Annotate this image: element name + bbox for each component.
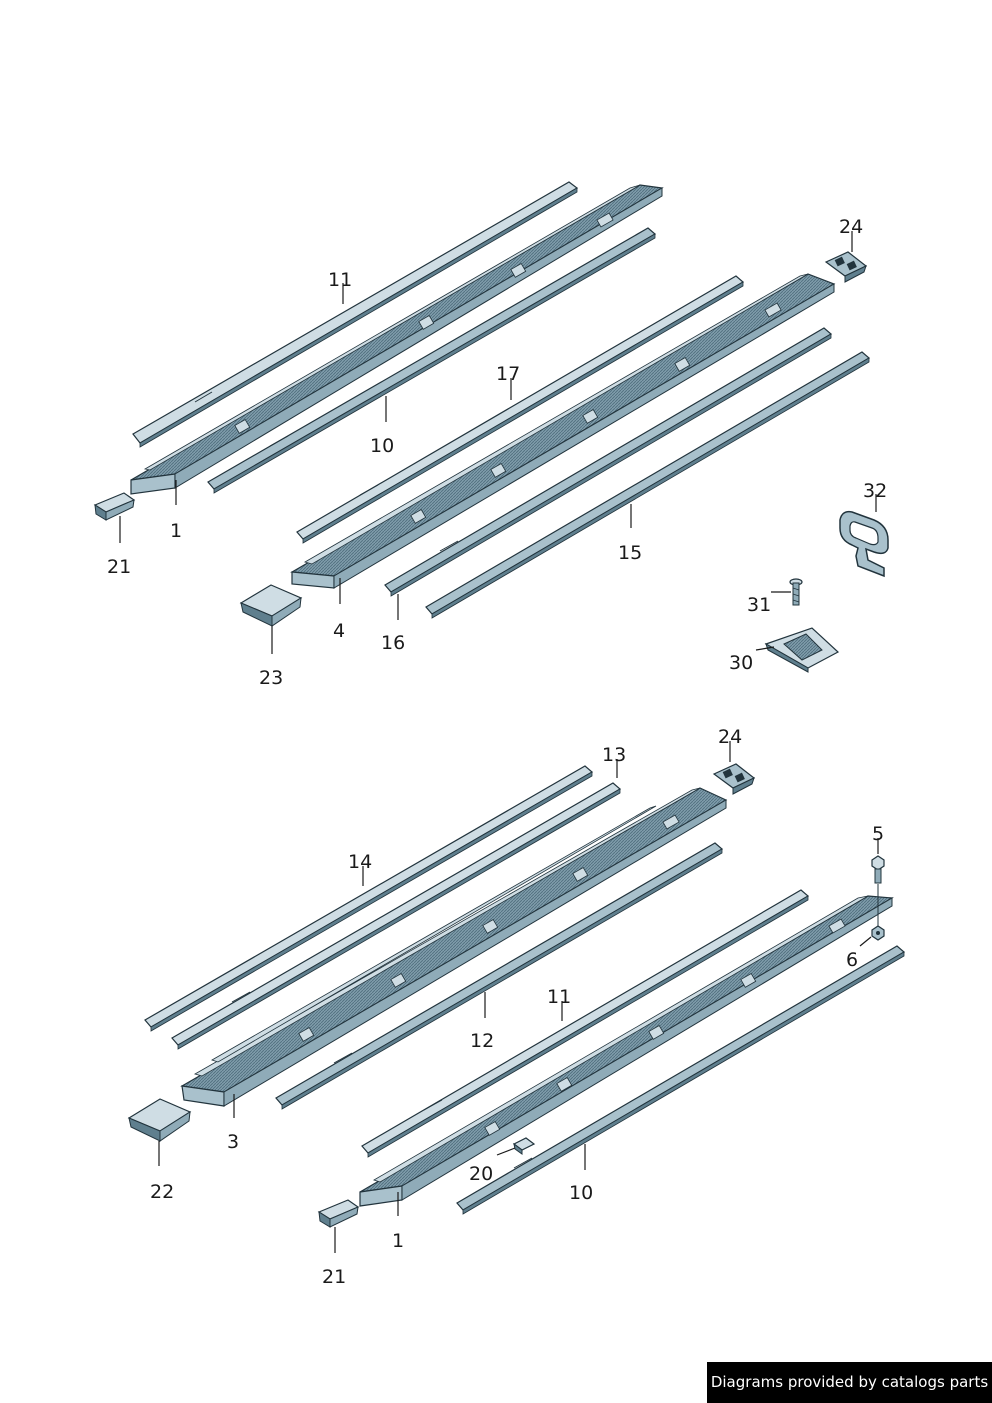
part-12-channel [275,842,724,1110]
callout-21: 21 [107,556,131,578]
callout-3: 3 [227,1131,239,1153]
part-24-end-piece [824,251,868,283]
callout-14: 14 [348,851,372,873]
callout-6: 6 [846,949,858,971]
callout-17: 17 [496,363,520,385]
part-23-cap [239,584,303,627]
callout-13: 13 [602,744,626,766]
part-32-hook [839,510,889,578]
part-14-strip [144,765,594,1032]
part-22-cap [127,1098,192,1142]
callout-1: 1 [170,520,182,542]
part-21-cap [93,492,136,521]
callout-10-bottom: 10 [569,1182,593,1204]
footer-credit: Diagrams provided by catalogs parts [707,1362,992,1403]
callout-30: 30 [729,652,753,674]
part-30-plate [764,627,840,673]
part-21-cap-bottom [317,1199,360,1228]
callout-4: 4 [333,620,345,642]
part-17-strip [296,275,745,544]
part-15-channel [425,351,871,619]
callout-20: 20 [469,1163,493,1185]
part-11-strip [132,181,579,448]
part-24-end-piece-bottom [712,763,756,795]
callout-32: 32 [863,480,887,502]
callout-5: 5 [872,823,884,845]
callout-15: 15 [618,542,642,564]
callout-23: 23 [259,667,283,689]
part-6-nut [871,925,885,941]
callout-10: 10 [370,435,394,457]
part-16-channel [384,327,833,597]
part-4-rail [290,273,836,589]
callout-11: 11 [328,269,352,291]
part-3-rail [180,787,728,1107]
callout-11-bottom: 11 [547,986,571,1008]
part-1-rail-bottom [359,895,894,1207]
callout-24-top: 24 [839,216,863,238]
top-callouts: 11 1 21 10 17 24 4 23 16 15 32 31 30 [107,216,887,689]
callout-31: 31 [747,594,771,616]
part-5-screw [871,855,885,926]
part-31-screw [789,578,803,606]
part-13-strip [171,782,622,1050]
bottom-group: 13 24 14 5 6 12 11 3 22 20 10 1 21 [127,726,906,1288]
callout-24-bottom: 24 [718,726,742,748]
callout-1-bottom: 1 [392,1230,404,1252]
top-group: 11 1 21 10 17 24 4 23 16 15 32 31 30 [93,181,889,689]
part-10-channel-bottom [456,945,906,1215]
callout-21-bottom: 21 [322,1266,346,1288]
callout-16: 16 [381,632,405,654]
part-1-rail [130,184,664,495]
part-10-channel [207,227,657,494]
part-20-clip [512,1137,536,1155]
part-11-strip-bottom [361,889,810,1158]
bottom-callouts: 13 24 14 5 6 12 11 3 22 20 10 1 21 [150,726,884,1288]
callout-22: 22 [150,1181,174,1203]
callout-12: 12 [470,1030,494,1052]
